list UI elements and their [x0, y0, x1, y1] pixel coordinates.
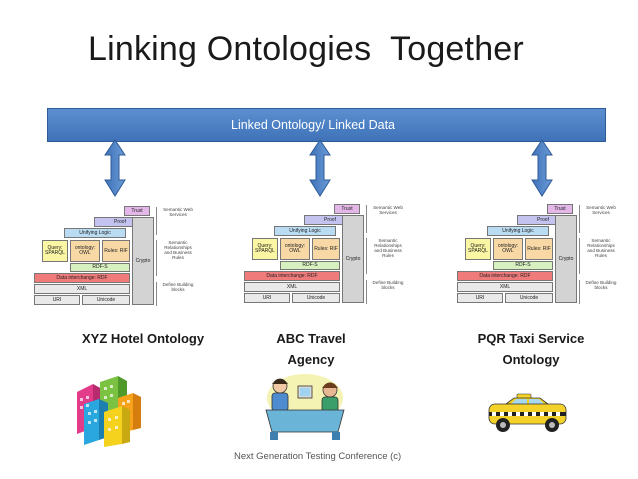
unifying-logic-layer: Unifying Logic — [64, 228, 126, 238]
double-arrow-right — [531, 139, 553, 197]
crypto-layer: Crypto — [342, 215, 364, 303]
xml-layer: XML — [244, 282, 340, 292]
uri-layer: URI — [457, 293, 503, 303]
ontology-layer: ontology: OWL — [70, 240, 100, 262]
brace-line — [156, 207, 159, 235]
rules-layer: Rules: RIF — [102, 240, 130, 262]
brace-line — [366, 238, 369, 274]
brace-line — [156, 282, 159, 306]
banner-label: Linked Ontology/ Linked Data — [231, 118, 395, 132]
rdfs-layer: RDF-S — [493, 261, 553, 270]
business-rules-note: Semantic Relationships and Business Rule… — [587, 238, 615, 258]
rules-layer: Rules: RIF — [525, 238, 553, 260]
double-arrow-center — [309, 139, 331, 197]
business-rules-note: Semantic Relationships and Business Rule… — [374, 238, 402, 258]
rdfs-layer: RDF-S — [280, 261, 340, 270]
semantic-web-services-note: Semantic Web Services — [373, 205, 403, 215]
building-blocks-note: Define Building blocks — [162, 282, 194, 292]
query-layer: Query: SPARQL — [42, 240, 68, 262]
query-layer: Query: SPARQL — [252, 238, 278, 260]
xml-layer: XML — [457, 282, 553, 292]
rdf-layer: Data interchange: RDF — [457, 271, 553, 281]
semantic-web-services-note: Semantic Web Services — [163, 207, 193, 217]
hotel-ontology-label: XYZ Hotel Ontology — [82, 331, 205, 346]
rdf-layer: Data interchange: RDF — [34, 273, 130, 283]
rules-layer: Rules: RIF — [312, 238, 340, 260]
trust-layer: Trust — [547, 204, 573, 214]
brace-line — [579, 238, 582, 274]
travel-agency-label: ABC Travel Agency — [276, 331, 346, 367]
double-arrow-left — [104, 139, 126, 197]
xml-layer: XML — [34, 284, 130, 294]
rdf-layer: Data interchange: RDF — [244, 271, 340, 281]
slide-title: Linking Ontologies Together — [88, 30, 524, 68]
unicode-layer: Unicode — [82, 295, 130, 305]
building-blocks-note: Define Building blocks — [372, 280, 404, 290]
brace-line — [366, 280, 369, 304]
uri-layer: URI — [34, 295, 80, 305]
trust-layer: Trust — [334, 204, 360, 214]
uri-layer: URI — [244, 293, 290, 303]
brace-line — [366, 205, 369, 233]
brace-line — [156, 240, 159, 276]
crypto-layer: Crypto — [555, 215, 577, 303]
trust-layer: Trust — [124, 206, 150, 216]
query-layer: Query: SPARQL — [465, 238, 491, 260]
brace-line — [579, 280, 582, 304]
linked-data-banner: Linked Ontology/ Linked Data — [47, 108, 606, 142]
unifying-logic-layer: Unifying Logic — [274, 226, 336, 236]
ontology-layer: ontology: OWL — [493, 238, 523, 260]
rdfs-layer: RDF-S — [70, 263, 130, 272]
business-rules-note: Semantic Relationships and Business Rule… — [164, 240, 192, 260]
ontology-layer: ontology: OWL — [280, 238, 310, 260]
taxi-ontology-label: PQR Taxi Service Ontology — [477, 331, 585, 367]
footer-credit: Next Generation Testing Conference (c) — [234, 451, 402, 462]
brace-line — [579, 205, 582, 233]
crypto-layer: Crypto — [132, 217, 154, 305]
unifying-logic-layer: Unifying Logic — [487, 226, 549, 236]
unicode-layer: Unicode — [292, 293, 340, 303]
building-blocks-note: Define Building blocks — [585, 280, 617, 290]
unicode-layer: Unicode — [505, 293, 553, 303]
semantic-web-services-note: Semantic Web Services — [586, 205, 616, 215]
